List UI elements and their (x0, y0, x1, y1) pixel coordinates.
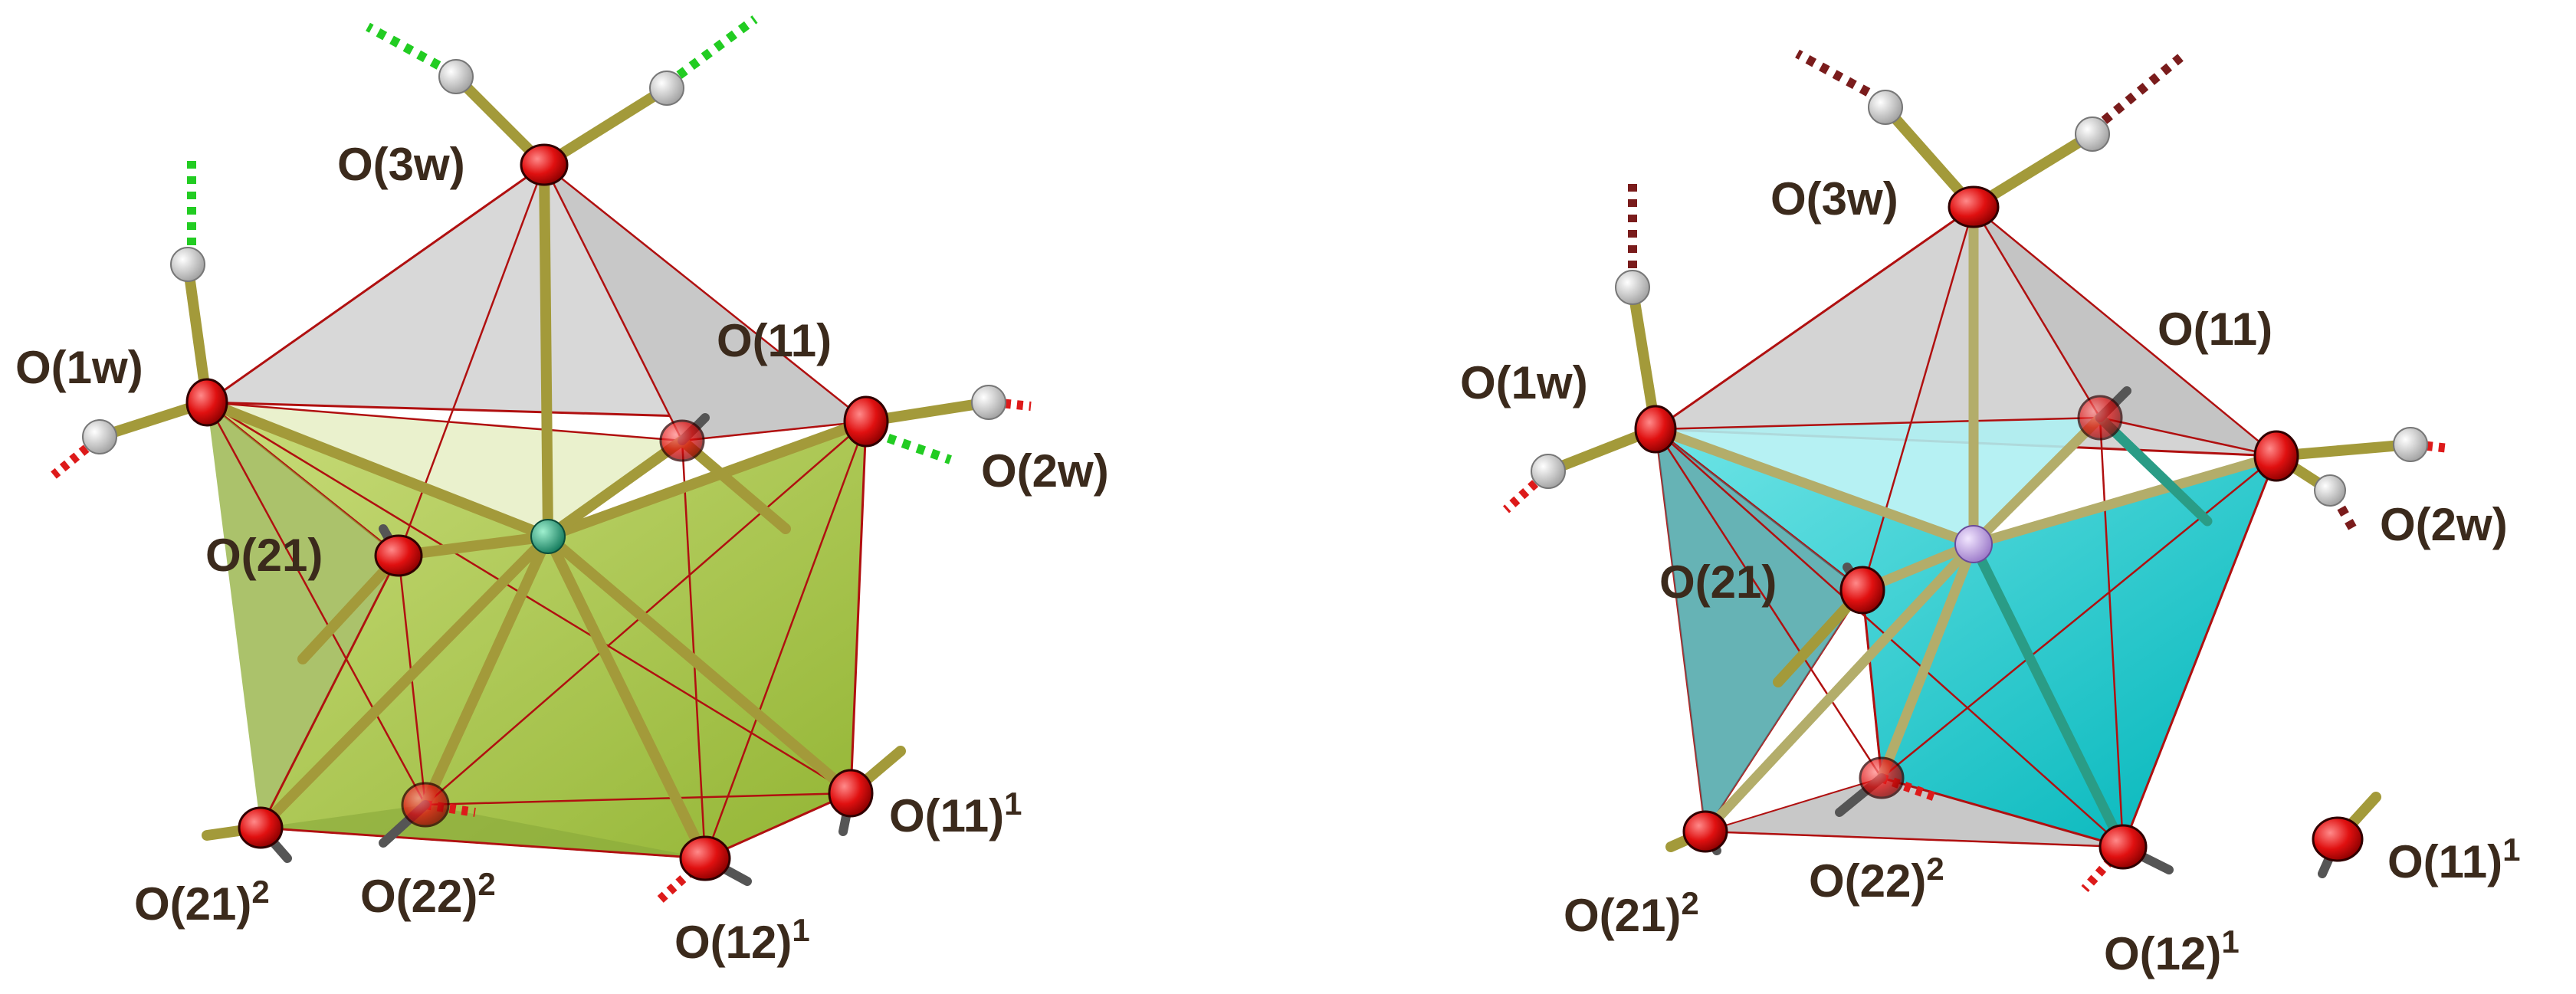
label-o21-2: O(21)2 (1564, 885, 1699, 941)
hydrogen-atom (1615, 270, 1650, 305)
hydrogen-atom (2314, 474, 2346, 507)
label-o3w: O(3w) (337, 139, 465, 190)
label-o12-1: O(12)1 (2104, 923, 2240, 979)
oxygen-atom-o21-2 (238, 806, 284, 849)
label-o11: O(11) (717, 315, 832, 366)
left-hydrogens (82, 59, 1006, 454)
right-hbonds (1628, 49, 2358, 531)
hydrogen-atom (82, 419, 117, 454)
right-polyhedron-front (1656, 429, 1862, 832)
left-oxygens (185, 143, 889, 881)
left-bonds (202, 159, 871, 864)
oxygen-atom-o12-1 (679, 835, 731, 881)
hydrogen-atom (438, 59, 474, 94)
hydrogen-atom (649, 71, 684, 106)
oxygen-atom-o11 (2077, 395, 2123, 441)
label-o11: O(11) (2158, 303, 2272, 355)
label-o22-2: O(22)2 (1809, 851, 1944, 907)
oxygen-atom-o3w (1948, 185, 2000, 228)
label-o21: O(21) (205, 530, 323, 581)
hydrogen-atom (971, 385, 1006, 420)
label-o1w: O(1w) (1460, 357, 1588, 408)
oxygen-atom-o3w (520, 143, 569, 186)
oxygen-atom-o21 (1839, 566, 1885, 615)
right-hydrogens (1531, 90, 2428, 507)
oxygen-atom-o11 (659, 419, 705, 462)
oxygen-atom-o2w (843, 395, 889, 448)
oxygen-atom-o21-2 (1682, 810, 1728, 853)
right-light-face (1656, 418, 2100, 590)
label-o2w: O(2w) (2380, 499, 2508, 550)
oxygen-atom-o1w (1634, 405, 1677, 454)
left-central-atom (530, 519, 566, 554)
label-o21: O(21) (1659, 556, 1777, 608)
left-panel: O(3w) O(1w) O(11) O(2w) O(21) O(11)1 O(2… (15, 15, 1109, 968)
hydrogen-atom (2075, 116, 2110, 152)
hydrogen-atom (1531, 454, 1566, 489)
oxygen-atom-o12-1 (2099, 824, 2148, 870)
oxygen-atom-o22-2 (1859, 756, 1905, 799)
right-teal-bonds (1968, 412, 2213, 852)
label-o1w: O(1w) (15, 342, 143, 393)
hydrogen-atom (2393, 427, 2428, 462)
oxygen-atom-o2w (2253, 430, 2299, 482)
oxygen-atom-o22-2 (401, 782, 450, 828)
oxygen-atom-o1w (185, 378, 228, 427)
left-red-stubs (51, 398, 1032, 904)
hydrogen-atom (1868, 90, 1903, 125)
left-polyhedron-front (207, 402, 399, 828)
label-o2w: O(2w) (981, 445, 1109, 497)
label-o11-1: O(11)1 (2387, 832, 2520, 887)
left-polyhedron-lower (261, 805, 705, 858)
oxygen-atom-o11-1 (2312, 816, 2364, 862)
right-panel: O(3w) O(1w) O(11) O(2w) O(21) O(11)1 O(2… (1460, 49, 2520, 979)
left-light-face (207, 402, 682, 556)
right-central-atom (1954, 525, 1993, 563)
oxygen-atom-o11-1 (828, 769, 874, 818)
label-o22-2: O(22)2 (360, 866, 496, 922)
label-o11-1: O(11)1 (889, 786, 1022, 841)
oxygen-atom-o21 (374, 534, 423, 577)
left-hbonds (187, 15, 952, 464)
label-o3w: O(3w) (1770, 173, 1898, 225)
label-o12-1: O(12)1 (674, 912, 810, 968)
label-o21-2: O(21)2 (134, 874, 270, 930)
right-oxygens (1634, 185, 2364, 870)
hydrogen-atom (170, 247, 205, 282)
